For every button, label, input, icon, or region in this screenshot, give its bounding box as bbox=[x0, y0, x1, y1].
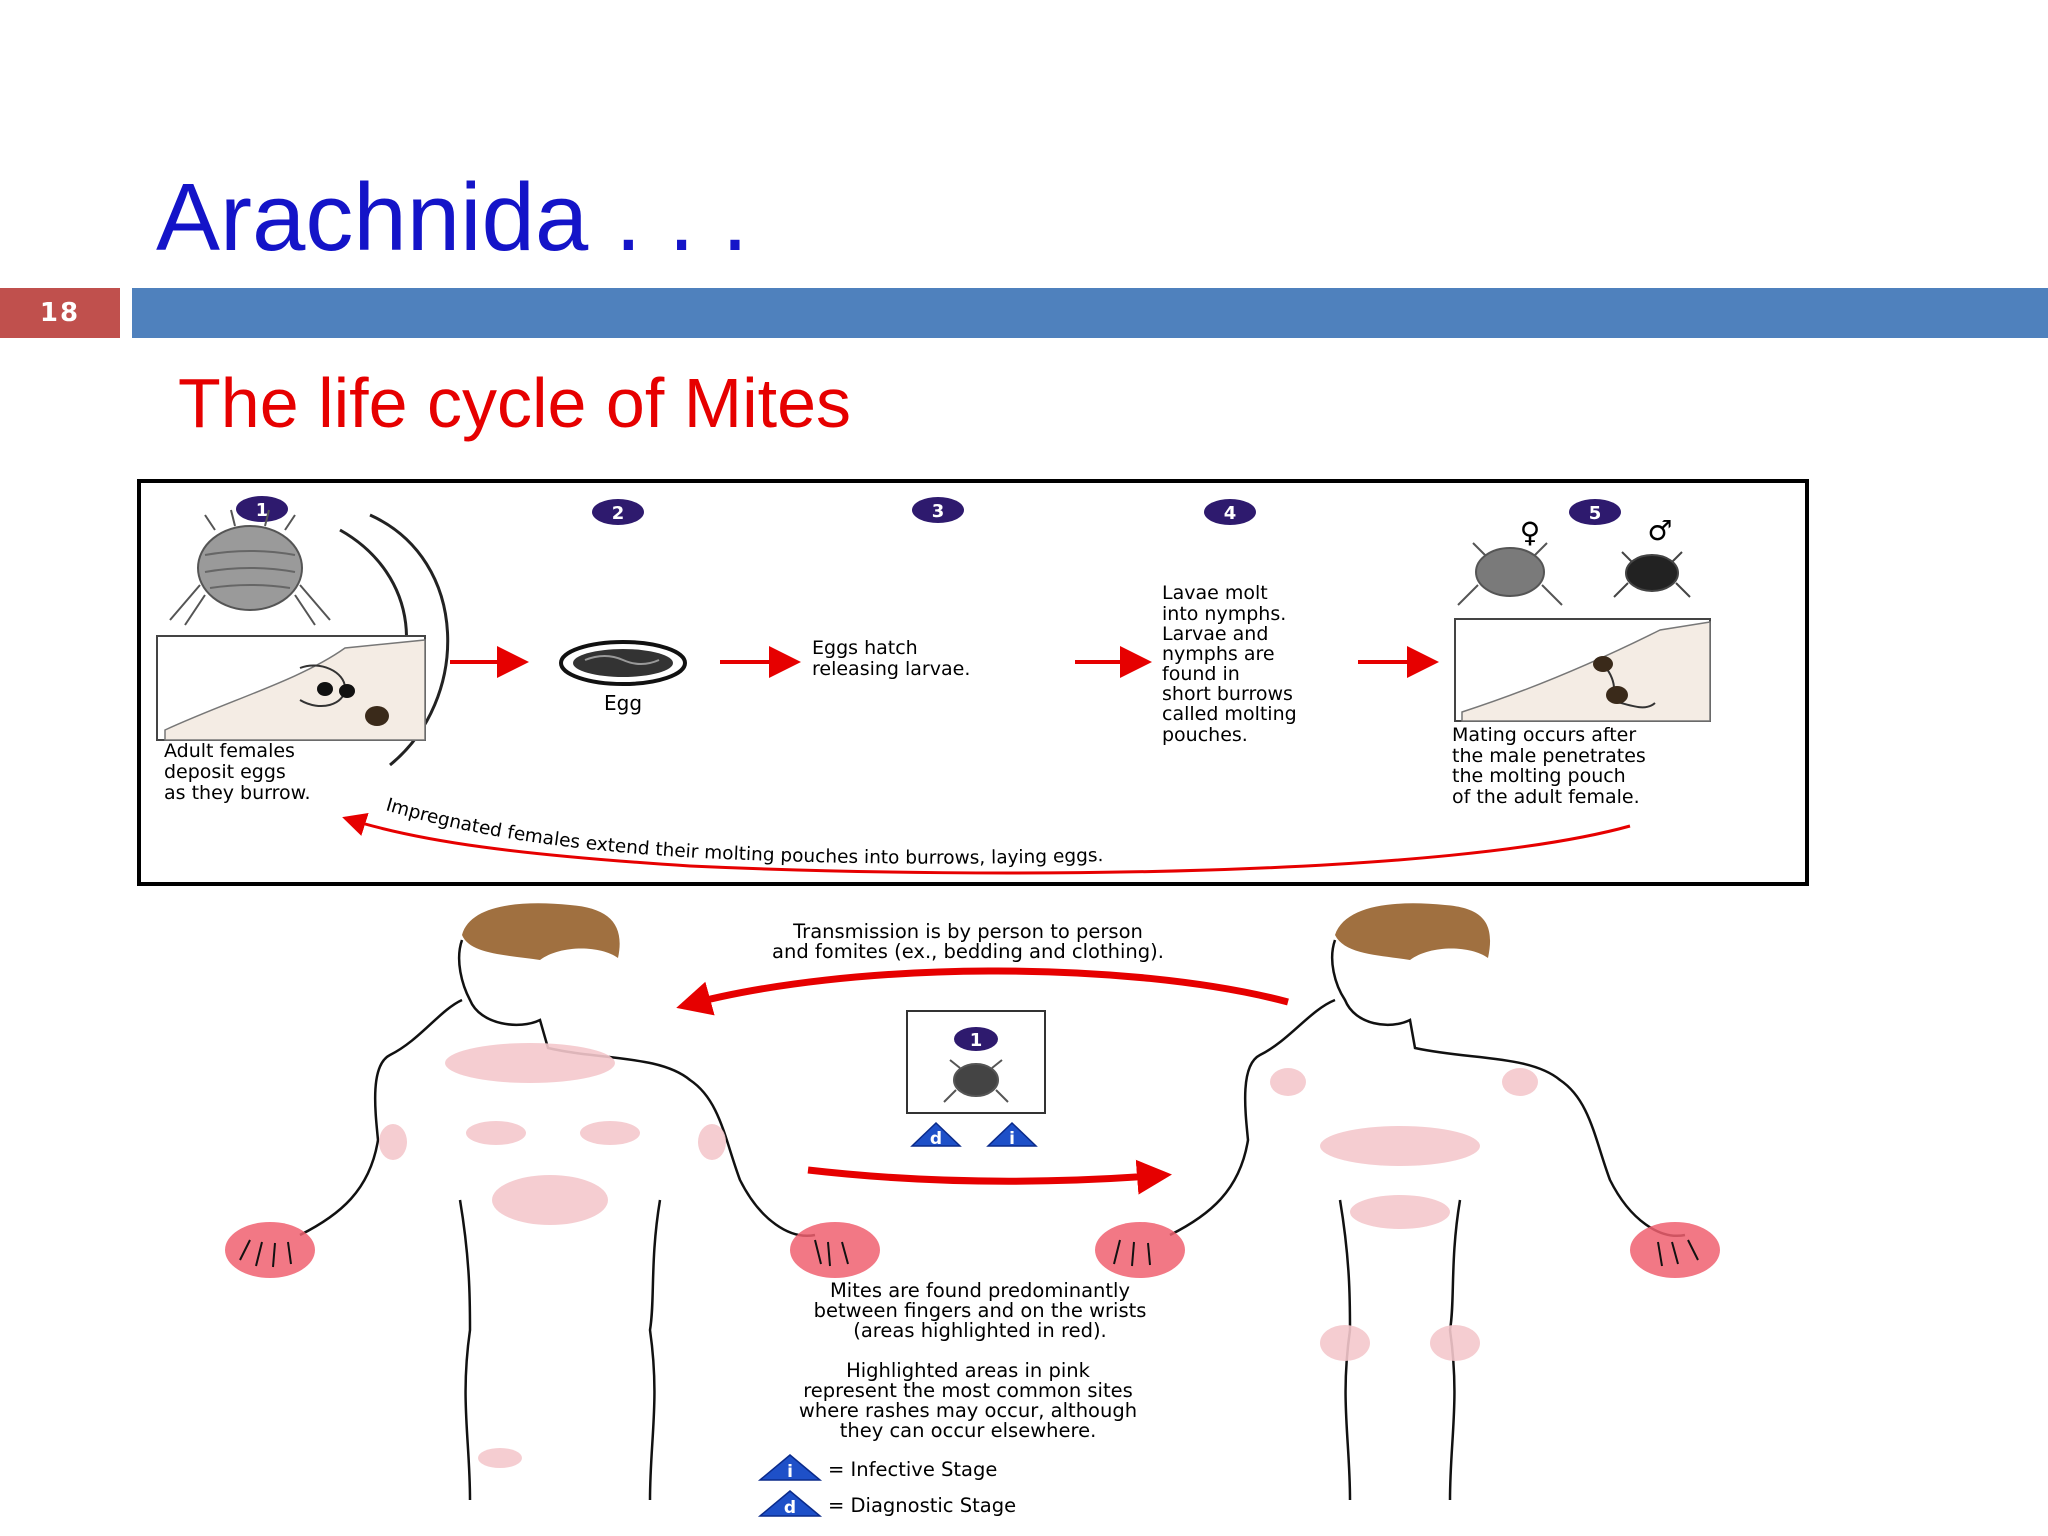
pink-areas-text: represent the most common sites bbox=[803, 1379, 1133, 1402]
step-badge-2: 2 bbox=[592, 499, 644, 525]
svg-text:4: 4 bbox=[1224, 503, 1237, 524]
pink-areas-text: Highlighted areas in pink bbox=[846, 1359, 1091, 1382]
body-front-view bbox=[1095, 903, 1720, 1501]
pink-areas-text: they can occur elsewhere. bbox=[840, 1419, 1097, 1442]
svg-text:= Infective Stage: = Infective Stage bbox=[828, 1458, 997, 1481]
egg-label: Egg bbox=[604, 691, 642, 715]
molt-text: called molting bbox=[1162, 703, 1297, 725]
molt-text: short burrows bbox=[1162, 683, 1293, 705]
transmission-arrow-right bbox=[807, 1159, 1172, 1195]
burrow-inset-1 bbox=[156, 635, 426, 741]
eggs-hatch-text: releasing larvae. bbox=[812, 658, 970, 680]
svg-text:i: i bbox=[787, 1462, 793, 1482]
molt-text: nymphs are bbox=[1162, 643, 1275, 665]
title-band bbox=[132, 288, 2048, 338]
diagnostic-stage-icon: d bbox=[910, 1121, 962, 1149]
body-back-view bbox=[225, 903, 880, 1501]
female-mite-icon bbox=[1457, 542, 1563, 606]
transmission-text: Transmission is by person to person bbox=[792, 920, 1143, 943]
adult-mite-icon bbox=[169, 509, 331, 626]
male-symbol-icon: ♂ bbox=[1647, 514, 1672, 547]
svg-text:5: 5 bbox=[1589, 503, 1602, 524]
adult-females-text: Adult females bbox=[164, 740, 295, 762]
egg-icon bbox=[559, 640, 687, 686]
molt-text: into nymphs. bbox=[1162, 603, 1286, 625]
adult-females-text: as they burrow. bbox=[164, 782, 310, 804]
mating-text: the molting pouch bbox=[1452, 765, 1626, 787]
svg-text:= Diagnostic Stage: = Diagnostic Stage bbox=[828, 1494, 1016, 1517]
mites-found-text: Mites are found predominantly bbox=[830, 1279, 1130, 1302]
step-badge-5: 5 bbox=[1569, 499, 1621, 525]
male-mite-icon bbox=[1613, 551, 1691, 598]
transmission-text: and fomites (ex., bedding and clothing). bbox=[772, 940, 1164, 963]
pink-areas-text: where rashes may occur, although bbox=[799, 1399, 1137, 1422]
slide-title: Arachnida . . . bbox=[156, 164, 749, 271]
slide-subtitle: The life cycle of Mites bbox=[178, 364, 851, 442]
mating-text: the male penetrates bbox=[1452, 745, 1646, 767]
step-badge-1: 1 bbox=[236, 496, 288, 522]
female-symbol-icon: ♀ bbox=[1520, 516, 1541, 549]
legend-diagnostic: d = Diagnostic Stage bbox=[757, 1490, 1016, 1518]
step-badge-3: 3 bbox=[912, 497, 964, 523]
center-stage-box: 1 bbox=[906, 1010, 1046, 1114]
return-arrow bbox=[342, 812, 1631, 875]
svg-text:1: 1 bbox=[256, 500, 269, 521]
molt-text: found in bbox=[1162, 663, 1240, 685]
legend-infective: i = Infective Stage bbox=[757, 1454, 997, 1482]
svg-text:2: 2 bbox=[612, 503, 625, 524]
transmission-arrow-left bbox=[676, 967, 1289, 1016]
molt-text: Larvae and bbox=[1162, 623, 1268, 645]
mites-found-text: (areas highlighted in red). bbox=[853, 1319, 1107, 1342]
mating-text: of the adult female. bbox=[1452, 786, 1640, 808]
eggs-hatch-text: Eggs hatch bbox=[812, 637, 918, 659]
mating-text: Mating occurs after bbox=[1452, 724, 1636, 746]
molt-text: Lavae molt bbox=[1162, 582, 1268, 604]
slide-number: 18 bbox=[0, 288, 120, 338]
burrow-inset-5 bbox=[1454, 618, 1711, 722]
svg-text:3: 3 bbox=[932, 501, 945, 522]
step-badge-4: 4 bbox=[1204, 499, 1256, 525]
adult-females-text: deposit eggs bbox=[164, 761, 286, 783]
svg-text:1: 1 bbox=[970, 1030, 983, 1051]
svg-text:d: d bbox=[784, 1498, 796, 1518]
svg-text:d: d bbox=[930, 1129, 942, 1149]
infective-stage-icon: i bbox=[986, 1121, 1038, 1149]
mites-found-text: between fingers and on the wrists bbox=[814, 1299, 1147, 1322]
svg-text:i: i bbox=[1009, 1129, 1015, 1149]
molt-text: pouches. bbox=[1162, 724, 1248, 746]
